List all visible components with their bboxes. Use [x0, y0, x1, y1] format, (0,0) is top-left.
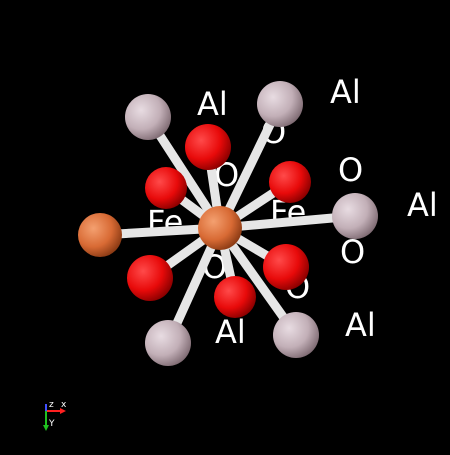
oxygen-atom[interactable] — [214, 276, 256, 318]
axis-label-z: z — [49, 400, 54, 410]
label-al-5: Al — [215, 313, 246, 351]
oxygen-atom[interactable] — [263, 244, 309, 290]
label-al-3: Al — [407, 186, 438, 224]
x-axis-arrowhead — [60, 408, 66, 414]
aluminium-atom[interactable] — [125, 94, 171, 140]
oxygen-atom[interactable] — [185, 124, 231, 170]
aluminium-atom[interactable] — [273, 312, 319, 358]
label-o-2: O — [338, 151, 363, 189]
axis-indicator: z x Y — [43, 400, 67, 431]
axis-label-y: Y — [48, 419, 55, 429]
y-axis-arrowhead — [43, 425, 49, 431]
iron-atom[interactable] — [78, 213, 122, 257]
central-iron-atom[interactable] — [198, 206, 242, 250]
oxygen-atom[interactable] — [145, 167, 187, 209]
oxygen-atom[interactable] — [127, 255, 173, 301]
aluminium-atom[interactable] — [332, 193, 378, 239]
label-al-4: Al — [345, 306, 376, 344]
label-o-3: O — [340, 233, 365, 271]
label-al-1: Al — [197, 85, 228, 123]
axis-label-x: x — [61, 400, 67, 410]
oxygen-atom[interactable] — [269, 161, 311, 203]
aluminium-atom[interactable] — [257, 81, 303, 127]
aluminium-atom[interactable] — [145, 320, 191, 366]
label-al-2: Al — [330, 73, 361, 111]
